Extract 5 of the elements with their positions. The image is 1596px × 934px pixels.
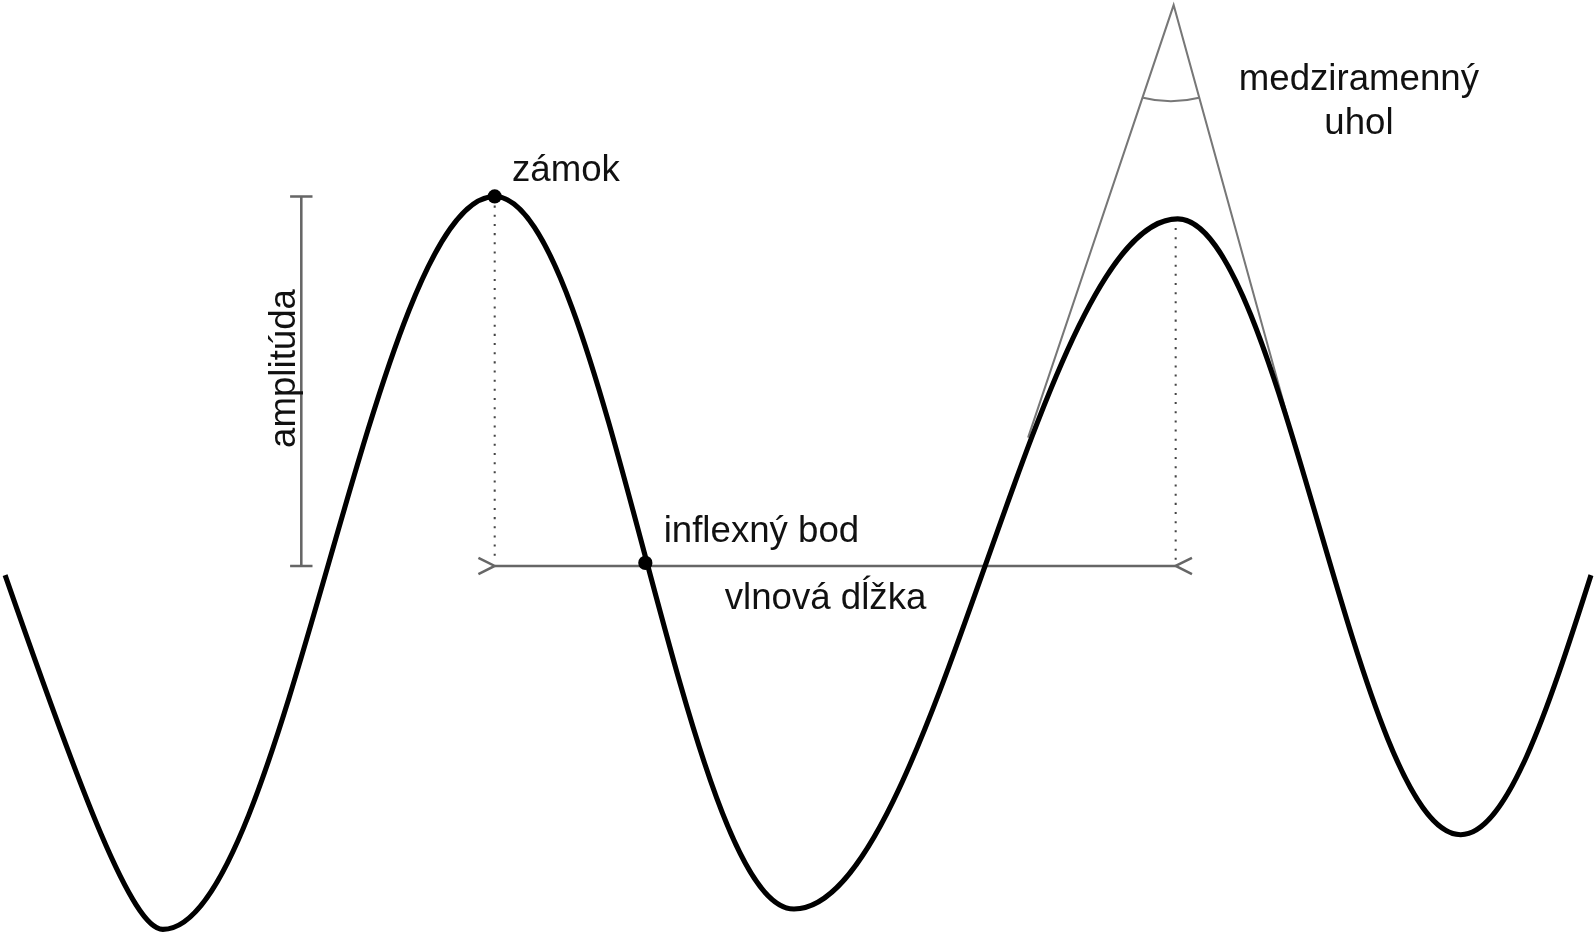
wavelength-label: vlnová dĺžka [724,574,927,619]
inflection-label: inflexný bod [663,506,860,552]
amplitude-label: amplitúda [260,289,305,448]
hinge-label: zámok [512,146,620,192]
angle-label: medziramenný uhol [1237,55,1481,145]
